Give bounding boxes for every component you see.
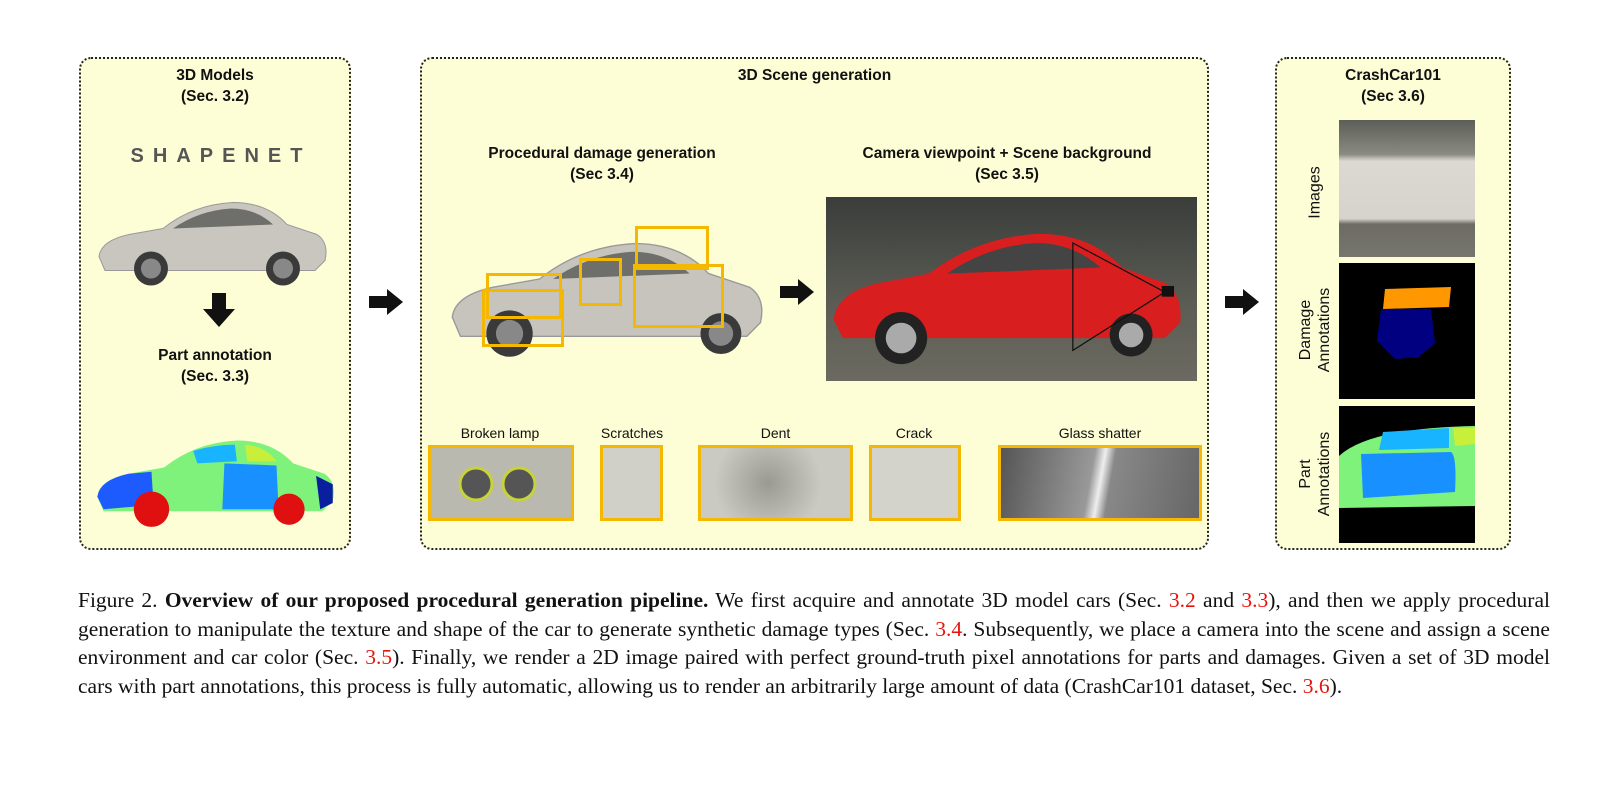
- damage-highlight-box: [635, 226, 709, 270]
- models-title: 3D Models: [176, 67, 254, 84]
- damage-highlight-box: [482, 289, 564, 347]
- damage-type-label: Glass shatter: [1058, 425, 1142, 441]
- caption-text: ), and then we apply procedural generati…: [78, 588, 1550, 641]
- caption-text: ). Finally, we render a 2D image paired …: [78, 645, 1550, 698]
- panel-crashcar101: CrashCar101 (Sec 3.6) Images Damage Anno…: [1275, 57, 1511, 550]
- crack-thumbnail: [869, 445, 961, 521]
- caption-bold-title: Overview of our proposed procedural gene…: [164, 588, 709, 612]
- models-sec: (Sec. 3.2): [180, 88, 250, 105]
- right-arrow-icon: [369, 289, 403, 315]
- ref-link[interactable]: 3.6: [1302, 673, 1330, 698]
- panel-3d-models: 3D Models (Sec. 3.2) SHAPENET Part annot…: [79, 57, 351, 550]
- damage-annotation-mask: [1339, 263, 1475, 399]
- caption-text: and: [1195, 588, 1242, 612]
- row-label-part-annotations: Part Annotations: [1297, 431, 1333, 517]
- scene-title: 3D Scene generation: [737, 67, 892, 84]
- damage-highlight-box: [486, 273, 562, 319]
- damage-type-label: Dent: [760, 425, 791, 441]
- ref-link[interactable]: 3.2: [1168, 588, 1196, 612]
- glass-shatter-thumbnail: [998, 445, 1202, 521]
- panel-3d-scene-generation: 3D Scene generation Procedural damage ge…: [420, 57, 1209, 550]
- part-annotation-title: Part annotation: [158, 347, 272, 364]
- caption-text: ).: [1329, 673, 1343, 698]
- scene-render-image: [826, 197, 1197, 381]
- dataset-sec: (Sec 3.6): [1361, 88, 1425, 105]
- dent-thumbnail: [698, 445, 853, 521]
- part-annotation-sec: (Sec. 3.3): [180, 368, 250, 385]
- damage-generation-title: Procedural damage generation: [488, 145, 716, 162]
- part-annotation-image: [97, 440, 334, 527]
- caption-text: We first acquire and annotate 3D model c…: [708, 588, 1169, 612]
- damage-type-label: Scratches: [600, 425, 664, 441]
- camera-viewpoint-title: Camera viewpoint + Scene background: [862, 145, 1152, 162]
- damage-type-label: Crack: [895, 425, 933, 441]
- dataset-image-sample: [1339, 120, 1475, 257]
- scratches-thumbnail: [600, 445, 663, 521]
- damage-highlight-box: [633, 264, 724, 328]
- broken-lamp-thumbnail: [428, 445, 574, 521]
- right-arrow-icon: [780, 279, 814, 305]
- down-arrow-icon: [203, 293, 235, 327]
- right-arrow-icon: [1225, 289, 1259, 315]
- shapenet-logo: SHAPENET: [130, 145, 312, 167]
- damage-type-label: Broken lamp: [460, 425, 540, 441]
- caption-text: . Subsequently, we place a camera into t…: [78, 616, 1550, 670]
- ref-link[interactable]: 3.3: [1241, 588, 1269, 612]
- figure-caption: Figure 2. Overview of our proposed proce…: [78, 586, 1550, 700]
- damage-generation-sec: (Sec 3.4): [570, 166, 634, 183]
- damage-highlight-box: [579, 258, 622, 306]
- car-model-image: [98, 201, 327, 286]
- row-label-damage-annotations: Damage Annotations: [1297, 287, 1333, 373]
- ref-link[interactable]: 3.4: [935, 616, 963, 641]
- dataset-title: CrashCar101: [1345, 67, 1441, 84]
- caption-label: Figure 2.: [78, 588, 158, 612]
- row-label-images: Images: [1306, 166, 1324, 219]
- ref-link[interactable]: 3.5: [365, 645, 393, 670]
- part-annotation-mask: [1339, 406, 1475, 543]
- camera-viewpoint-sec: (Sec 3.5): [975, 166, 1039, 183]
